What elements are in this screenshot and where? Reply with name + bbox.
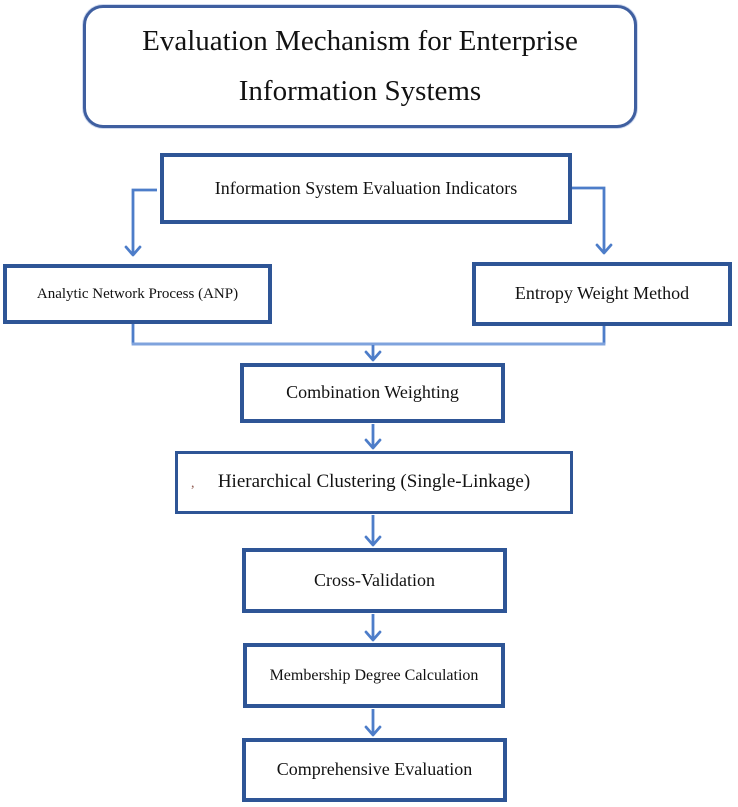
node-label: Entropy Weight Method bbox=[514, 283, 690, 304]
arrow-merge-to-combination bbox=[364, 345, 382, 362]
node-membership-degree-calculation: Membership Degree Calculation bbox=[243, 643, 505, 708]
node-combination-weighting: Combination Weighting bbox=[240, 363, 505, 423]
node-label: Membership Degree Calculation bbox=[269, 666, 479, 684]
node-title: Evaluation Mechanism for Enterprise Info… bbox=[83, 5, 637, 128]
arrow-membership-to-comprehensive bbox=[364, 709, 382, 737]
arrow-crossvalidation-to-membership bbox=[364, 614, 382, 642]
stray-comma-mark: , bbox=[191, 475, 195, 491]
arrow-clustering-to-crossvalidation bbox=[364, 515, 382, 547]
node-hierarchical-clustering: , Hierarchical Clustering (Single-Linkag… bbox=[175, 451, 573, 514]
node-label: Analytic Network Process (ANP) bbox=[36, 286, 239, 302]
node-cross-validation: Cross-Validation bbox=[242, 548, 507, 613]
title-line-1: Evaluation Mechanism for Enterprise bbox=[142, 24, 578, 57]
node-analytic-network-process: Analytic Network Process (ANP) bbox=[3, 264, 272, 324]
node-label: Comprehensive Evaluation bbox=[276, 759, 473, 780]
node-label: Information System Evaluation Indicators bbox=[214, 177, 518, 198]
node-label: Combination Weighting bbox=[286, 382, 459, 403]
node-comprehensive-evaluation: Comprehensive Evaluation bbox=[242, 738, 507, 802]
node-label: Hierarchical Clustering (Single-Linkage) bbox=[217, 471, 531, 493]
title-line-2: Information Systems bbox=[238, 74, 482, 107]
node-information-system-evaluation-indicators: Information System Evaluation Indicators bbox=[160, 153, 572, 224]
arrow-indicators-to-anp bbox=[124, 188, 157, 257]
arrow-indicators-to-entropy bbox=[572, 186, 613, 255]
node-label: Cross-Validation bbox=[314, 569, 435, 590]
arrow-combination-to-clustering bbox=[364, 424, 382, 450]
node-entropy-weight-method: Entropy Weight Method bbox=[472, 262, 732, 326]
